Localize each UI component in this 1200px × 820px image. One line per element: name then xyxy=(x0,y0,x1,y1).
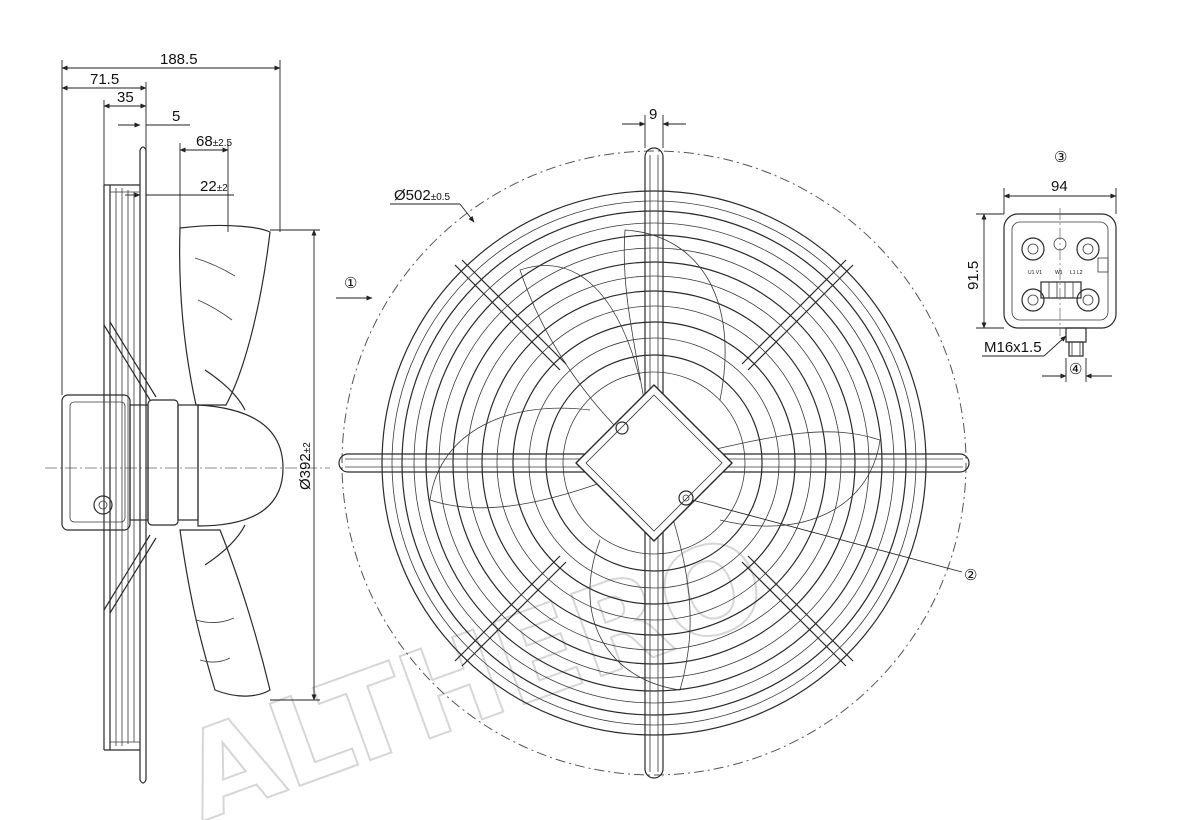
terminal-box-detail: ③ U1 V1 W1 L1 L2 xyxy=(965,149,1117,382)
dim-cable-gland: M16x1.5 xyxy=(982,335,1067,357)
dim-terminal-box-width-label: 94 xyxy=(1051,178,1068,195)
terminal-label-right: L1 L2 xyxy=(1070,270,1083,276)
dim-ring-thickness-label: 5 xyxy=(172,108,180,125)
cable-gland-label: M16x1.5 xyxy=(984,339,1042,356)
dim-bar-width: 9 xyxy=(622,106,686,148)
dim-blade-offset: 22±2 xyxy=(125,178,234,198)
fan-blades-side xyxy=(179,224,271,697)
dim-blade-diameter-label: Ø392±2 xyxy=(297,442,314,490)
guard-rings xyxy=(381,190,927,736)
dim-blade-offset-label: 22±2 xyxy=(200,178,228,195)
dim-terminal-box-width: 94 xyxy=(1003,178,1117,214)
dim-guard-diameter: Ø502±0.5 xyxy=(390,187,475,223)
motor-hub-front xyxy=(575,384,733,542)
earth-screw-callout: ② xyxy=(691,499,977,584)
dim-overall-depth-label: 188.5 xyxy=(160,51,198,68)
cable-gland xyxy=(1065,327,1087,357)
fan-blades-front xyxy=(429,229,881,691)
dim-ring-thickness: 5 xyxy=(118,108,190,128)
front-view: 9 Ø502±0.5 ② xyxy=(338,106,977,779)
dim-flange-offset: 35 xyxy=(103,89,147,185)
dim-hub-depth-label: 71.5 xyxy=(90,71,119,88)
dim-blade-position: 68±2.5 xyxy=(179,133,233,232)
dim-hub-depth: 71.5 xyxy=(61,71,147,150)
terminal-box-marker: ③ xyxy=(1054,149,1067,166)
earth-screw-marker: ② xyxy=(964,567,977,584)
watermark-text: ALTHERO xyxy=(164,510,783,820)
terminal-label-mid: W1 xyxy=(1055,270,1063,276)
guard-outline-circle xyxy=(341,150,967,776)
dim-blade-position-label: 68±2.5 xyxy=(196,133,233,150)
airflow-callout: ① xyxy=(336,275,373,301)
terminal-labels: U1 V1 W1 L1 L2 xyxy=(1028,270,1083,276)
dim-overall-depth: 188.5 xyxy=(61,51,281,395)
dim-bar-width-label: 9 xyxy=(649,106,657,123)
airflow-marker: ① xyxy=(344,275,357,292)
gland-offset-marker: ④ xyxy=(1069,361,1082,378)
motor-body xyxy=(61,394,284,531)
side-view: 188.5 71.5 35 5 68±2.5 xyxy=(45,51,330,784)
guard-side-wires xyxy=(103,146,157,784)
terminal-label-left: U1 V1 xyxy=(1028,270,1042,276)
dim-blade-diameter: Ø392±2 xyxy=(270,229,320,701)
dim-flange-offset-label: 35 xyxy=(117,89,134,106)
dim-guard-diameter-label: Ø502±0.5 xyxy=(394,187,451,204)
dim-gland-offset: ④ xyxy=(1042,358,1112,382)
dim-terminal-box-height-label: 91.5 xyxy=(965,261,982,290)
dim-terminal-box-height: 91.5 xyxy=(965,213,1004,329)
